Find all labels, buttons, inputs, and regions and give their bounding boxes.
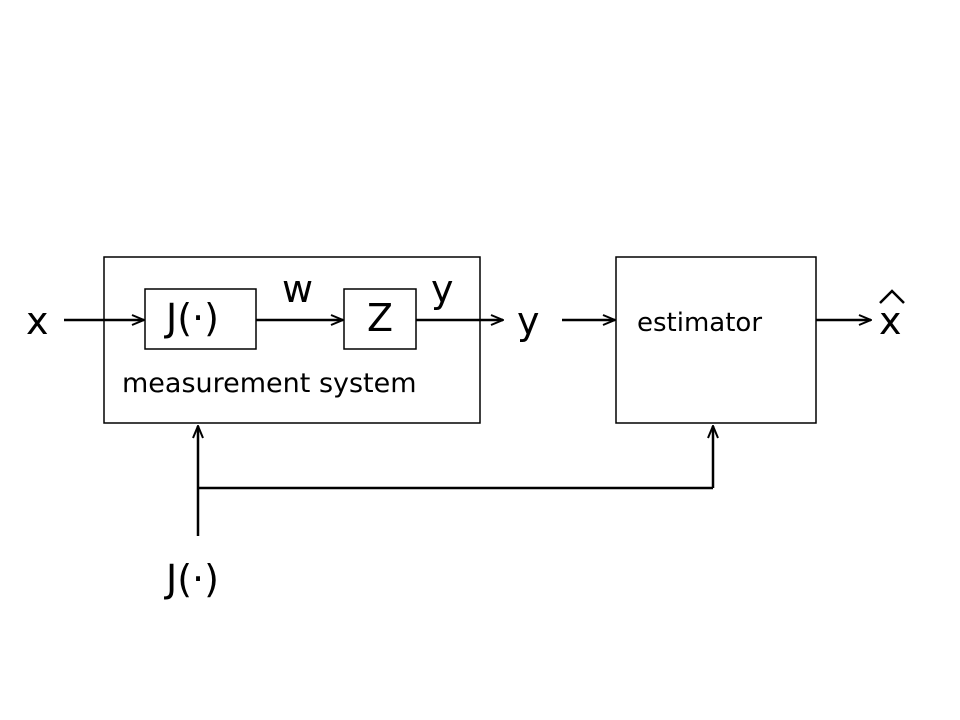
estimator-box <box>615 256 817 424</box>
measurement-system-caption: measurement system <box>122 368 417 399</box>
signal-y-outer-label: y <box>517 299 540 343</box>
side-input-j-label: J(·) <box>166 557 219 601</box>
signal-y-inner-label: y <box>431 267 454 311</box>
j-block-label: J(·) <box>166 296 219 340</box>
hat-mark <box>879 289 905 304</box>
estimate-x-label: x <box>879 299 902 343</box>
measurement-system-box <box>103 256 481 424</box>
signal-x-label: x <box>26 299 49 343</box>
estimator-label: estimator <box>637 308 763 338</box>
z-block-label: Z <box>367 296 394 340</box>
signal-w-label: w <box>282 267 314 311</box>
